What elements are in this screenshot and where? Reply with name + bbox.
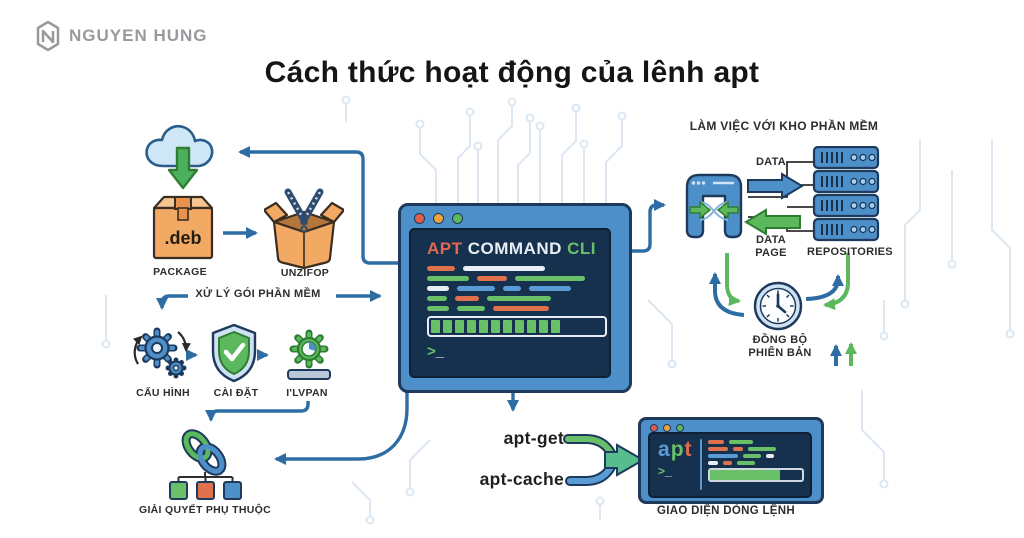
check-mark xyxy=(223,342,246,362)
apt-letter-t: t xyxy=(684,438,693,461)
sync-label-line2: PHIÊN BẢN xyxy=(748,347,812,359)
progress-block xyxy=(467,320,476,333)
apt-letter-a: a xyxy=(658,438,671,461)
terminal-title: APT COMMAND CLI xyxy=(427,239,609,259)
update-label: I'LVPAN xyxy=(286,387,328,399)
prompt-cursor: _ xyxy=(435,343,445,360)
unzip-box-icon xyxy=(264,188,344,270)
brand-logo: NGUYEN HUNG xyxy=(34,20,208,52)
data-page-left-arrow xyxy=(744,208,801,236)
prompt-arrow: > xyxy=(658,464,666,478)
data-in-label: DATA PAGE xyxy=(745,234,797,260)
traffic-light-dots xyxy=(414,213,463,224)
close-dot-icon xyxy=(414,213,425,224)
progress-block xyxy=(527,320,536,333)
progress-block xyxy=(431,320,440,333)
progress-block xyxy=(551,320,560,333)
exchange-icon xyxy=(685,173,743,239)
code-line xyxy=(708,440,810,444)
apt-terminal-window: APT COMMAND CLI >_ xyxy=(398,203,632,393)
mini-terminal-window: apt >_ xyxy=(638,417,824,504)
code-line xyxy=(708,454,810,458)
code-line xyxy=(427,306,609,311)
close-dot-icon xyxy=(650,424,658,432)
zipper xyxy=(284,188,324,233)
code-line xyxy=(708,461,810,465)
cli-label: GIAO DIỆN DÒNG LỆNH xyxy=(657,505,795,517)
brand-logo-text: NGUYEN HUNG xyxy=(69,26,208,45)
mini-progress-fill xyxy=(710,470,780,480)
repositories-label: REPOSITORIES xyxy=(807,246,893,258)
data-in-line1: DATA xyxy=(755,234,787,246)
code-lines xyxy=(427,266,609,311)
deb-package-icon: .deb xyxy=(152,195,214,260)
progress-bar xyxy=(427,316,607,337)
update-gear-icon xyxy=(287,329,331,380)
mini-terminal-screen: apt >_ xyxy=(648,432,812,498)
process-header: XỬ LÝ GÓI PHẦN MỀM xyxy=(195,288,321,300)
apt-get-label: apt-get xyxy=(503,428,564,448)
terminal-prompt: >_ xyxy=(427,343,609,360)
data-in-line2: PAGE xyxy=(755,247,787,259)
dependency-chain-icon xyxy=(169,429,242,500)
page-title: Cách thức hoạt động của lênh apt xyxy=(264,56,760,89)
code-line xyxy=(427,266,609,271)
terminal-title-cli: CLI xyxy=(567,239,597,258)
maximize-dot-icon xyxy=(676,424,684,432)
dependency-label: GIẢI QUYẾT PHỤ THUỘC xyxy=(138,504,271,516)
progress-block xyxy=(539,320,548,333)
minimize-dot-icon xyxy=(663,424,671,432)
prompt-cursor: _ xyxy=(665,464,672,478)
minimize-dot-icon xyxy=(433,213,444,224)
repositories-icon xyxy=(812,146,880,242)
progress-block xyxy=(455,320,464,333)
mini-progress-bar xyxy=(708,468,804,482)
brand-logo-icon xyxy=(36,20,60,52)
progress-block xyxy=(503,320,512,333)
config-label: CẤU HÌNH xyxy=(136,387,190,399)
install-label: CÀI ĐẶT xyxy=(213,387,259,399)
sync-arrows xyxy=(709,253,857,366)
terminal-title-apt: APT xyxy=(427,239,463,258)
merge-arrows xyxy=(563,434,646,486)
cloud-download-icon xyxy=(145,124,214,190)
terminal-title-command: COMMAND xyxy=(467,239,562,258)
code-line xyxy=(427,276,609,281)
config-gears-icon xyxy=(132,327,191,379)
progress-block xyxy=(515,320,524,333)
progress-block xyxy=(443,320,452,333)
terminal-screen: APT COMMAND CLI >_ xyxy=(409,228,611,378)
apt-cache-label: apt-cache xyxy=(479,469,564,489)
progress-block xyxy=(491,320,500,333)
repo-flow-header: LÀM VIỆC VỚI KHO PHẦN MỀM xyxy=(689,119,879,133)
code-line xyxy=(427,296,609,301)
package-label: PACKAGE xyxy=(153,266,207,278)
apt-letter-p: p xyxy=(670,438,685,461)
sync-label: ĐỒNG BỘ PHIÊN BẢN xyxy=(728,334,832,360)
chain-links xyxy=(181,429,227,476)
prompt-arrow: > xyxy=(427,343,436,360)
unzip-label: UNZIFOP xyxy=(280,267,330,279)
version-clock-icon xyxy=(753,281,803,331)
mini-code-lines xyxy=(708,440,810,465)
server-units xyxy=(812,146,880,242)
code-line xyxy=(427,286,609,291)
install-shield-icon xyxy=(211,323,257,383)
mini-divider xyxy=(700,439,702,490)
download-arrow xyxy=(167,146,199,190)
mini-code-area xyxy=(708,434,810,496)
sync-label-line1: ĐỒNG BỘ xyxy=(752,334,808,346)
data-right-arrow xyxy=(747,172,804,200)
code-line xyxy=(708,447,810,451)
mini-traffic-light-dots xyxy=(650,424,684,432)
deb-extension-text: .deb xyxy=(164,228,201,248)
mini-apt-title: apt >_ xyxy=(650,434,700,496)
pie-segment xyxy=(309,342,316,351)
progress-block xyxy=(479,320,488,333)
maximize-dot-icon xyxy=(452,213,463,224)
data-out-label: DATA xyxy=(755,156,787,168)
mini-prompt: >_ xyxy=(658,464,700,478)
